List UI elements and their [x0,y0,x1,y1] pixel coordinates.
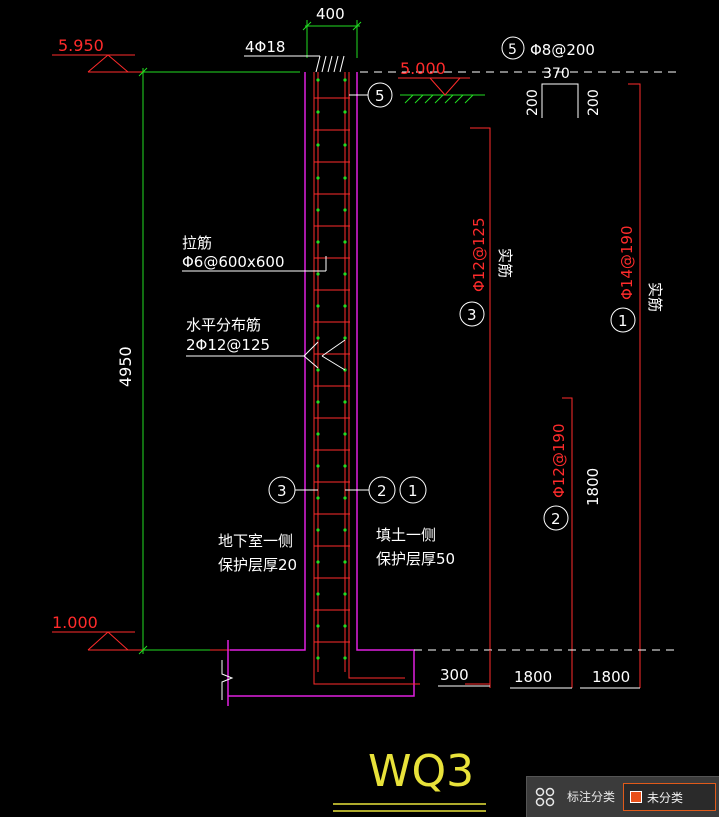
tie-spec-text: Φ6@600x600 [182,253,285,271]
wall-id-title: WQ3 [368,746,474,797]
dim-1800a-text: 1800 [514,668,552,686]
wall-rebar [313,72,420,685]
dim-1800b-text: 1800 [592,668,630,686]
rebar-dots [316,78,347,660]
detail-bar-2 [562,397,573,688]
bubble-2-right-text: 2 [551,510,561,528]
fill-side-line2: 保护层厚50 [376,550,455,568]
bubble-5-top-text: 5 [508,42,517,58]
bubble-3-left [268,476,318,504]
grid-icon[interactable] [535,787,555,807]
dim-300-text: 300 [440,666,469,684]
stirrup-detail [541,83,579,118]
level-top-text: 5.950 [58,36,104,55]
bubble-5-wall-text: 5 [375,87,385,105]
bubble-3-right [459,301,485,327]
basement-side-line1: 地下室一侧 [218,532,293,550]
break-symbol [221,660,234,700]
bar1-spec-text: Φ14@190 [618,225,636,300]
horizontal-bar-spec-text: 2Φ12@125 [186,336,270,354]
bubble-2-mid [345,476,427,504]
bubble-3-left-text: 3 [277,482,287,500]
detail-bar-1 [628,83,641,688]
top-bars-text: 4Φ18 [245,38,285,56]
width-dimension-text: 400 [316,5,345,23]
outer-side-text: 实筋 [646,282,664,312]
category-select-value: 未分类 [647,791,684,805]
top-bars-leader [244,55,345,73]
bubble-1-right-text: 1 [618,312,628,330]
inner-side-text: 实筋 [496,248,514,278]
height-dimension-text: 4950 [116,346,135,387]
ground-level-text: 5.000 [400,59,446,78]
bar3-spec-text: Φ12@125 [470,217,488,292]
fill-side-line1: 填土一侧 [376,526,436,544]
bubble-3-right-text: 3 [467,306,477,324]
tie-leader [182,256,327,272]
tie-title-text: 拉筋 [182,234,212,252]
annotation-category-label: 标注分类 [567,790,616,804]
bubble-2-mid-text: 2 [377,482,387,500]
width-dimension [302,20,362,58]
stirrup-200a-text: 200 [525,89,541,116]
stirrup-200b-text: 200 [586,89,602,116]
annotation-category-panel: 标注分类 未分类 [526,776,719,817]
height-dimension [138,67,300,655]
bubble-5-top [501,36,525,60]
ground-line [360,71,680,104]
bar2-spec-text: Φ12@190 [550,423,568,498]
bubble-5-wall [349,82,393,108]
bubble-2-right [543,505,569,531]
bottom-dimensions [414,649,680,689]
basement-side-line2: 保护层厚20 [218,556,297,574]
bubble-1-right [610,307,636,333]
level-bottom-text: 1.000 [52,613,98,632]
vertical-1800-text: 1800 [584,468,602,506]
stirrup-370-text: 370 [543,66,570,82]
detail-bar-3 [465,127,491,685]
category-color-swatch [630,791,642,803]
horizontal-bar-leader [186,339,346,371]
title-underline [333,803,486,812]
bubble-1-mid-text: 1 [408,482,418,500]
horizontal-bar-title-text: 水平分布筋 [186,316,261,334]
rebar5-spec-text: Φ8@200 [530,41,595,59]
category-select[interactable]: 未分类 [623,783,716,811]
